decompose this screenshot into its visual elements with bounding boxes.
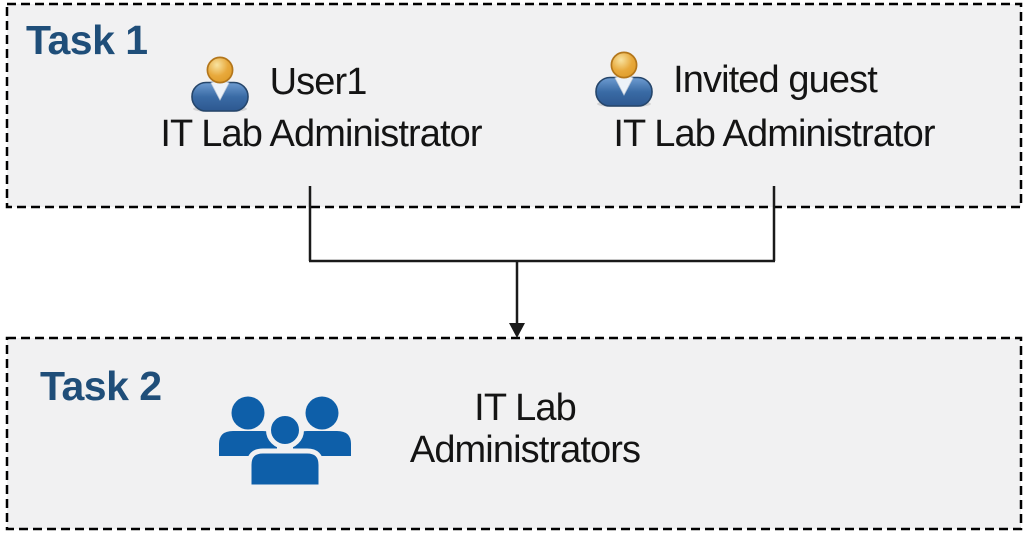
member-role: IT Lab Administrator (613, 113, 935, 155)
member-role: IT Lab Administrator (160, 113, 482, 155)
arrowhead-down-icon (509, 323, 525, 338)
merge-connector-lines (308, 186, 776, 326)
group-name: IT Lab Administrators (409, 387, 641, 471)
user-icon (595, 51, 653, 107)
member-name: User1 (269, 61, 368, 103)
task2-box (5, 336, 1023, 531)
group-name-line1: IT Lab (474, 387, 577, 429)
task1-label: Task 1 (26, 17, 148, 63)
user-group-icon (219, 396, 351, 487)
task1-box (5, 2, 1023, 209)
task2-label: Task 2 (40, 363, 162, 409)
group-name-line2: Administrators (409, 429, 641, 471)
member-name: Invited guest (673, 59, 878, 101)
user-icon (191, 56, 249, 112)
